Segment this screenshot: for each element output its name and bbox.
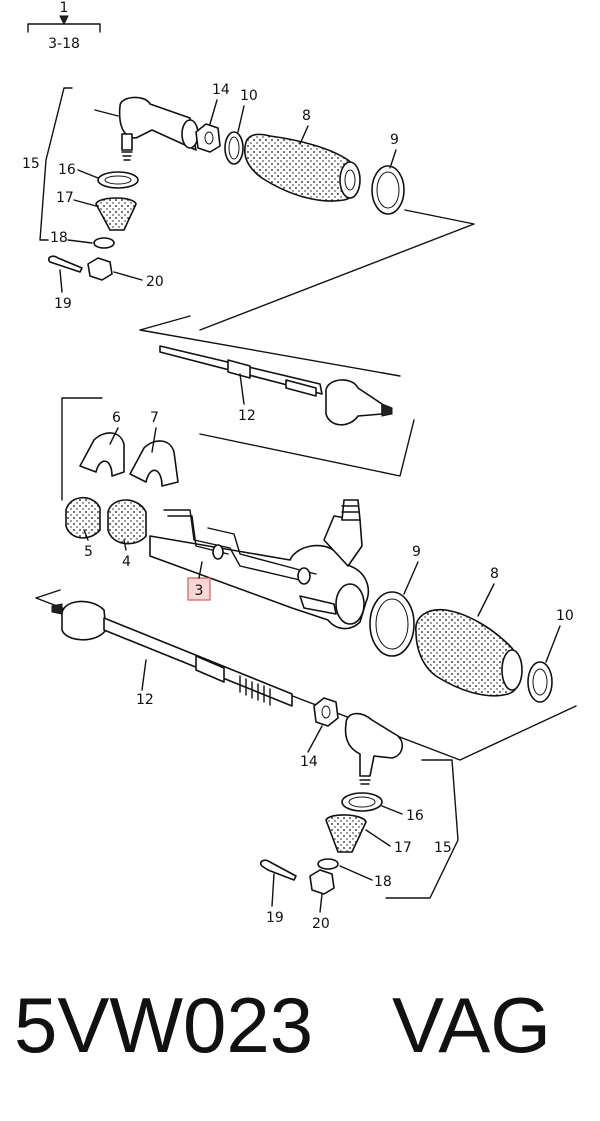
callout-16-lower: 16 (406, 808, 424, 824)
callout-3: 3 (195, 583, 204, 599)
callout-8-lower: 8 (490, 566, 499, 582)
ring-18-upper (93, 237, 115, 249)
callout-20-upper: 20 (146, 274, 164, 290)
callout-9-lower: 9 (412, 544, 421, 560)
dust-cap-17-upper (95, 197, 137, 231)
part-code: 5VW023 (14, 981, 314, 1069)
footer: 5VW023 VAG (0, 975, 600, 1085)
cotter-pin-19-lower (259, 859, 297, 881)
callout-18-lower: 18 (374, 874, 392, 890)
callout-12-lower: 12 (136, 692, 154, 708)
pinion-shaft (341, 499, 361, 521)
callout-6: 6 (112, 410, 121, 426)
steering-rack-exploded-diagram: 1 3-18 15 14 10 8 9 16 (22, 0, 577, 932)
callout-15-upper: 15 (22, 156, 40, 172)
bushing-4 (107, 499, 147, 545)
callout-15-lower: 15 (434, 840, 452, 856)
callout-7: 7 (150, 410, 159, 426)
callout-17-lower: 17 (394, 840, 412, 856)
callout-14-lower: 14 (300, 754, 318, 770)
mounting-clamp-7 (129, 440, 179, 487)
lower-tie-rod-end-group: 14 15 16 17 18 19 20 (259, 697, 459, 932)
header-ref-number: 1 (60, 0, 69, 16)
callout-10-lower: 10 (556, 608, 574, 624)
header-reference: 1 3-18 (27, 0, 101, 52)
tie-rod-end-upper (118, 96, 197, 151)
callout-5: 5 (84, 544, 93, 560)
hydraulic-line-a (163, 509, 301, 581)
washer-16-lower (341, 792, 383, 812)
pinion-housing (323, 515, 363, 567)
clamp-10-upper (224, 131, 244, 165)
callout-18-upper: 18 (50, 230, 68, 246)
clamp-10-lower (527, 661, 553, 703)
cotter-pin-19-upper (47, 255, 83, 273)
nut-14-lower (313, 697, 339, 727)
header-ref-page: 3-18 (48, 36, 80, 52)
brand-name: VAG (392, 981, 551, 1069)
nut-14-upper (195, 123, 221, 153)
castle-nut-20-upper (87, 257, 113, 281)
lower-boot-group: 9 8 10 (369, 544, 574, 703)
callout-9-upper: 9 (390, 132, 399, 148)
callout-20-lower: 20 (312, 916, 330, 932)
callout-16-upper: 16 (58, 162, 76, 178)
upper-tie-rod-end-group: 15 14 10 8 9 16 17 (22, 82, 405, 312)
clip-9-lower (369, 591, 415, 657)
bushing-5 (65, 496, 101, 539)
castle-nut-20-lower (309, 869, 335, 895)
mounting-clamp-6 (79, 432, 125, 477)
callout-4: 4 (122, 554, 131, 570)
tie-rod-end-lower (344, 712, 404, 777)
callout-17-upper: 17 (56, 190, 74, 206)
callout-8-upper: 8 (302, 108, 311, 124)
ring-18-lower (317, 858, 339, 870)
steering-gear-housing-group: 3 (149, 499, 370, 630)
callout-14-upper: 14 (212, 82, 230, 98)
dust-cap-17-lower (325, 814, 367, 853)
upper-tie-rod-group: 12 (139, 209, 475, 426)
boot-8-upper (244, 133, 359, 202)
tie-rod-12-lower (61, 600, 107, 641)
washer-16-upper (97, 171, 139, 189)
callout-19-lower: 19 (266, 910, 284, 926)
lower-tie-rod-group: 12 (35, 589, 577, 761)
callout-19-upper: 19 (54, 296, 72, 312)
callout-10-upper: 10 (240, 88, 258, 104)
mounting-group: 6 7 5 4 (61, 397, 415, 570)
callout-12-upper: 12 (238, 408, 256, 424)
